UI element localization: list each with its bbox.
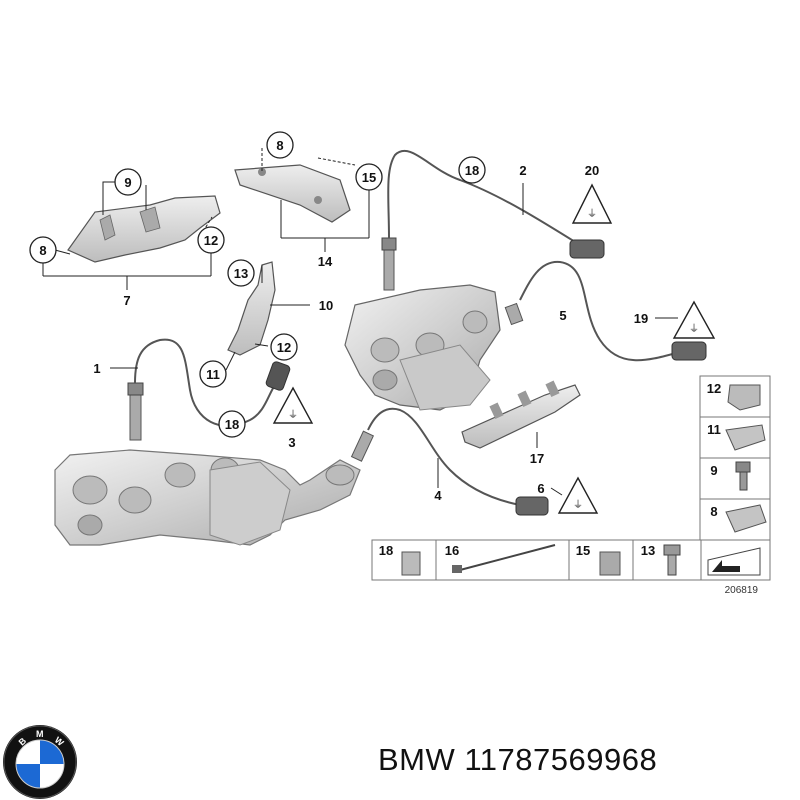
catalytic-converter-rear	[344, 284, 501, 411]
legend-label-11: 11	[707, 422, 721, 437]
bracket-14	[234, 148, 370, 252]
legend-label-15: 15	[576, 543, 590, 558]
legend-bottom: 18 16 15 13	[371, 539, 771, 581]
legend-label-16: 16	[445, 543, 459, 558]
exhaust-manifold-front	[54, 449, 361, 546]
label-18b: 18	[465, 163, 479, 178]
bracket-10	[225, 261, 310, 371]
oxygen-sensor-2	[381, 149, 605, 291]
callout-12a: 12	[197, 226, 225, 254]
label-7: 7	[123, 293, 130, 308]
warning-triangle-6: ⏚	[550, 476, 599, 514]
label-8b: 8	[276, 138, 283, 153]
label-12b: 12	[277, 340, 291, 355]
label-1: 1	[93, 361, 100, 376]
warning-triangle-20: ⏚	[571, 183, 613, 224]
callout-11: 11	[199, 360, 227, 388]
label-3: 3	[288, 435, 295, 450]
legend-label-9: 9	[710, 463, 717, 478]
warning-triangle-3: ⏚	[272, 386, 314, 424]
label-5: 5	[559, 308, 566, 323]
svg-text:⏚: ⏚	[587, 208, 597, 220]
svg-text:M: M	[36, 729, 44, 739]
heat-shield-7	[42, 181, 221, 290]
callout-8a: 8	[29, 236, 57, 264]
callout-18b: 18	[458, 156, 486, 184]
svg-text:B: B	[17, 735, 29, 747]
svg-text:⏚: ⏚	[573, 499, 583, 511]
label-8a: 8	[39, 243, 46, 258]
svg-text:⏚: ⏚	[288, 409, 298, 421]
bracket-17	[461, 380, 581, 449]
part-number-caption: BMW 11787569968	[378, 742, 658, 777]
legend-label-18: 18	[379, 543, 393, 558]
label-19: 19	[634, 311, 648, 326]
label-18a: 18	[225, 417, 239, 432]
drawing-number: 206819	[725, 585, 759, 596]
callout-13: 13	[227, 259, 255, 287]
oxygen-sensor-5	[504, 260, 707, 362]
label-14: 14	[318, 254, 333, 269]
legend-label-13: 13	[641, 543, 655, 558]
legend-right: 12 11 9 8	[699, 375, 771, 541]
label-4: 4	[434, 488, 442, 503]
label-13: 13	[234, 266, 248, 281]
label-9: 9	[124, 175, 131, 190]
label-2: 2	[519, 163, 526, 178]
oxygen-sensor-1	[110, 338, 291, 441]
label-15: 15	[362, 170, 376, 185]
callout-18a: 18	[218, 410, 246, 438]
legend-label-12: 12	[707, 381, 721, 396]
label-12a: 12	[204, 233, 218, 248]
callout-9: 9	[114, 168, 142, 196]
oxygen-sensor-4	[350, 407, 549, 516]
callout-15: 15	[355, 163, 383, 191]
label-17: 17	[530, 451, 544, 466]
label-20: 20	[585, 163, 599, 178]
svg-text:⏚: ⏚	[689, 323, 699, 335]
callout-12b: 12	[270, 333, 298, 361]
legend-label-8: 8	[710, 504, 717, 519]
label-6: 6	[537, 481, 544, 496]
bmw-logo: B M W	[3, 725, 77, 799]
label-10: 10	[319, 298, 333, 313]
warning-triangle-19: ⏚	[655, 300, 716, 339]
label-11: 11	[206, 367, 220, 382]
callout-8b: 8	[266, 131, 294, 159]
